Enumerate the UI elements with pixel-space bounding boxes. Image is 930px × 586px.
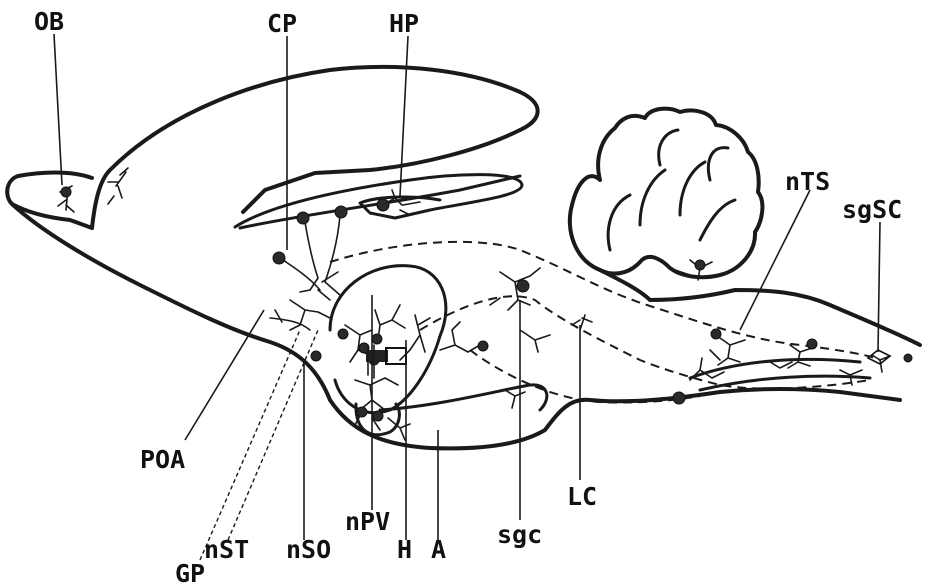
label-h: H	[397, 535, 412, 564]
label-cp: CP	[267, 9, 297, 38]
label-hp: HP	[389, 9, 419, 38]
label-nso: nSO	[286, 535, 331, 564]
olfactory-bulb-outline	[7, 173, 92, 229]
pathway-ventral	[470, 350, 700, 403]
label-a: A	[431, 535, 446, 564]
brainstem-dorsal-outline	[600, 270, 920, 345]
label-npv: nPV	[345, 507, 390, 536]
pathway-lower	[420, 296, 870, 388]
label-lc: LC	[567, 482, 597, 511]
label-gp: GP	[175, 559, 205, 586]
leader-lines	[54, 34, 880, 560]
npv-block	[366, 350, 388, 362]
label-sgsc: sgSC	[842, 195, 902, 224]
label-nst: nST	[204, 535, 249, 564]
neuron-cell-bodies	[61, 187, 912, 421]
label-sgc: sgc	[497, 520, 542, 549]
label-poa: POA	[140, 445, 185, 474]
label-nts: nTS	[785, 167, 830, 196]
diencephalon-outline	[330, 266, 446, 413]
pathway-upper	[330, 242, 880, 360]
cerebellum-folia	[608, 130, 735, 250]
label-ob: OB	[34, 7, 64, 36]
